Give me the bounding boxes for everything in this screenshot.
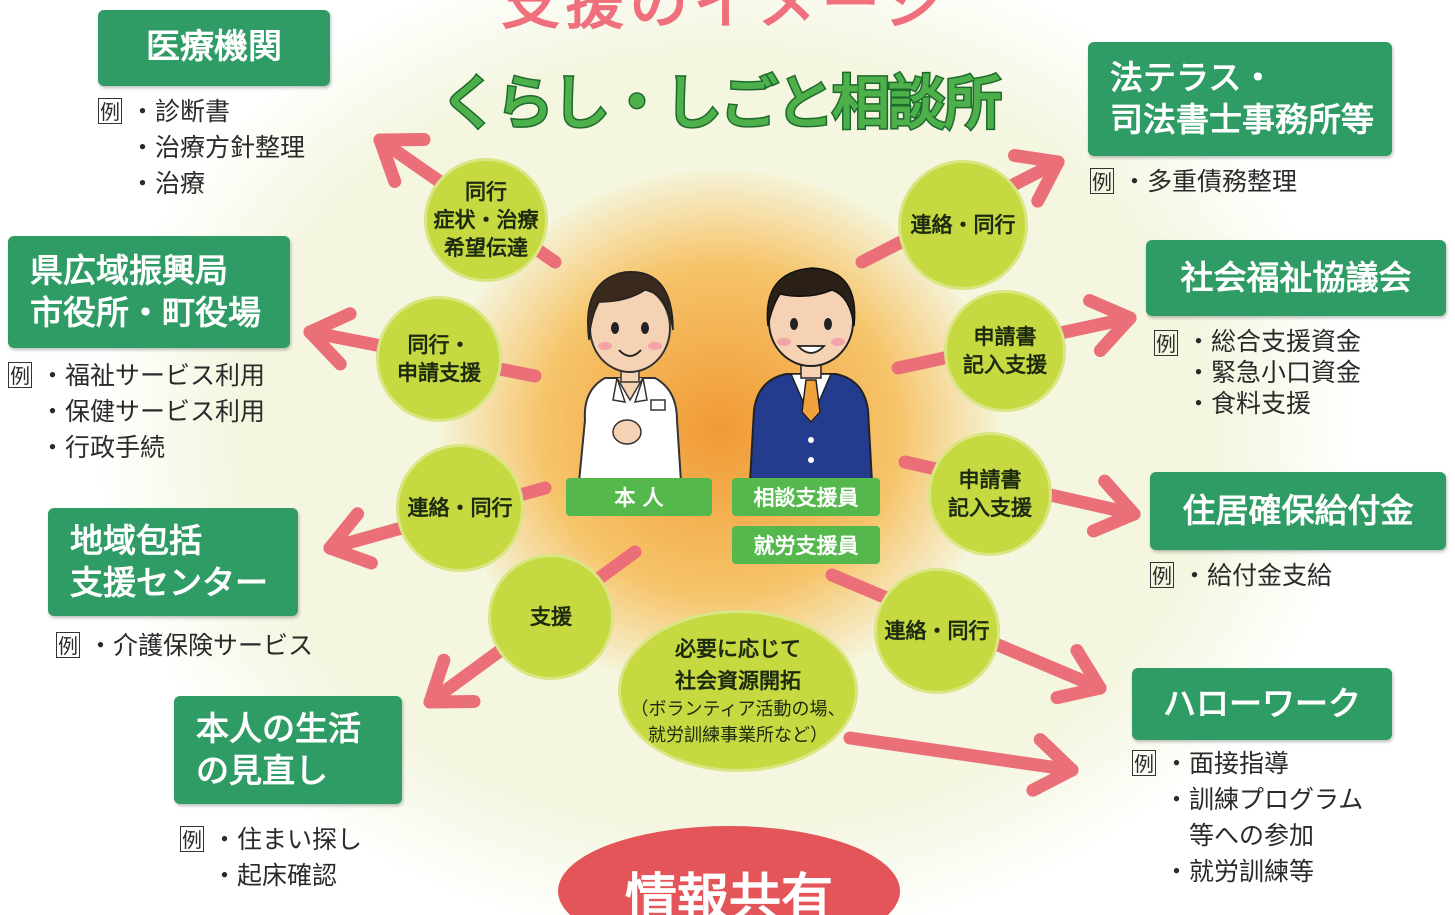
bubble-medical-accompany: 同行 症状・治療 希望伝達	[424, 158, 548, 282]
example-item: ・福祉サービス利用	[40, 361, 266, 390]
agency-community-support-center: 地域包括 支援センター	[48, 508, 298, 616]
example-mark: 例	[1090, 168, 1114, 194]
example-item: ・治療	[130, 169, 206, 198]
agency-hello-work: ハローワーク	[1132, 668, 1392, 740]
example-item: ・面接指導	[1164, 749, 1290, 778]
bubble-lifestyle-support: 支援	[488, 554, 614, 680]
examples-medical: 例 ・診断書 ・治療方針整理 ・治療	[98, 94, 358, 204]
examples-legal-support: 例 ・多重債務整理	[1090, 164, 1350, 204]
example-item: ・給付金支給	[1182, 561, 1333, 590]
example-item: ・緊急小口資金	[1186, 358, 1362, 387]
examples-community-support-center: 例 ・介護保険サービス	[56, 628, 356, 668]
example-item: ・総合支援資金	[1186, 327, 1362, 356]
examples-lifestyle-review: 例 ・住まい探し ・起床確認	[180, 822, 400, 898]
agency-lifestyle-review: 本人の生活 の見直し	[174, 696, 402, 804]
example-item: ・起床確認	[212, 861, 338, 890]
agency-medical: 医療機関	[98, 10, 330, 86]
resource-sub: （ボランティア活動の場、 就労訓練事業所など）	[630, 699, 846, 746]
bubble-community-contact: 連絡・同行	[396, 444, 524, 572]
examples-hello-work: 例 ・面接指導 ・訓練プログラム 等への参加 ・就労訓練等	[1132, 746, 1392, 896]
examples-prefecture-city-office: 例 ・福祉サービス利用 ・保健サービス利用 ・行政手続	[8, 358, 308, 468]
example-mark: 例	[1132, 750, 1156, 776]
bubble-resource-development: 必要に応じて 社会資源開拓 （ボランティア活動の場、 就労訓練事業所など）	[618, 610, 858, 772]
example-mark: 例	[98, 98, 122, 124]
role-consultant: 相談支援員	[732, 478, 880, 516]
role-employment-support: 就労支援員	[732, 526, 880, 564]
examples-social-welfare-council: 例 ・総合支援資金 ・緊急小口資金 ・食料支援	[1154, 326, 1394, 436]
example-item: ・治療方針整理	[130, 133, 306, 162]
bubble-housing-application: 申請書 記入支援	[928, 432, 1052, 556]
example-item: ・診断書	[130, 97, 231, 126]
example-mark: 例	[8, 362, 32, 388]
bubble-welfare-application: 申請書 記入支援	[944, 290, 1066, 412]
example-mark: 例	[180, 826, 204, 852]
top-title: 支援のイメージ	[501, 0, 949, 37]
resource-main: 必要に応じて 社会資源開拓	[675, 637, 801, 693]
person-illustration	[577, 271, 683, 483]
agency-housing-benefit: 住居確保給付金	[1150, 472, 1446, 550]
example-mark: 例	[56, 632, 80, 658]
bubble-hellowork-contact: 連絡・同行	[874, 568, 1000, 694]
example-mark: 例	[1150, 562, 1174, 588]
arrow-to-hello-work-resource	[843, 731, 1079, 797]
example-item: ・住まい探し	[212, 825, 363, 854]
bubble-city-office-support: 同行・ 申請支援	[376, 296, 502, 422]
example-item: ・保健サービス利用	[40, 397, 266, 426]
example-item: ・介護保険サービス	[88, 631, 314, 660]
example-item: ・訓練プログラム 等への参加	[1164, 785, 1364, 850]
main-title: くらし・しごと相談所	[439, 68, 1004, 139]
example-item: ・就労訓練等	[1164, 857, 1315, 886]
example-item: ・行政手続	[40, 433, 166, 462]
agency-prefecture-city-office: 県広域振興局 市役所・町役場	[8, 236, 290, 348]
role-person: 本 人	[566, 478, 712, 516]
consultant-illustration	[748, 267, 874, 483]
agency-social-welfare-council: 社会福祉協議会	[1146, 240, 1446, 316]
agency-legal-support: 法テラス・ 司法書士事務所等	[1088, 42, 1392, 156]
example-item: ・食料支援	[1186, 389, 1312, 418]
bubble-legal-contact: 連絡・同行	[898, 160, 1028, 290]
example-mark: 例	[1154, 330, 1178, 356]
examples-housing-benefit: 例 ・給付金支給	[1150, 558, 1390, 598]
example-item: ・多重債務整理	[1122, 167, 1298, 196]
